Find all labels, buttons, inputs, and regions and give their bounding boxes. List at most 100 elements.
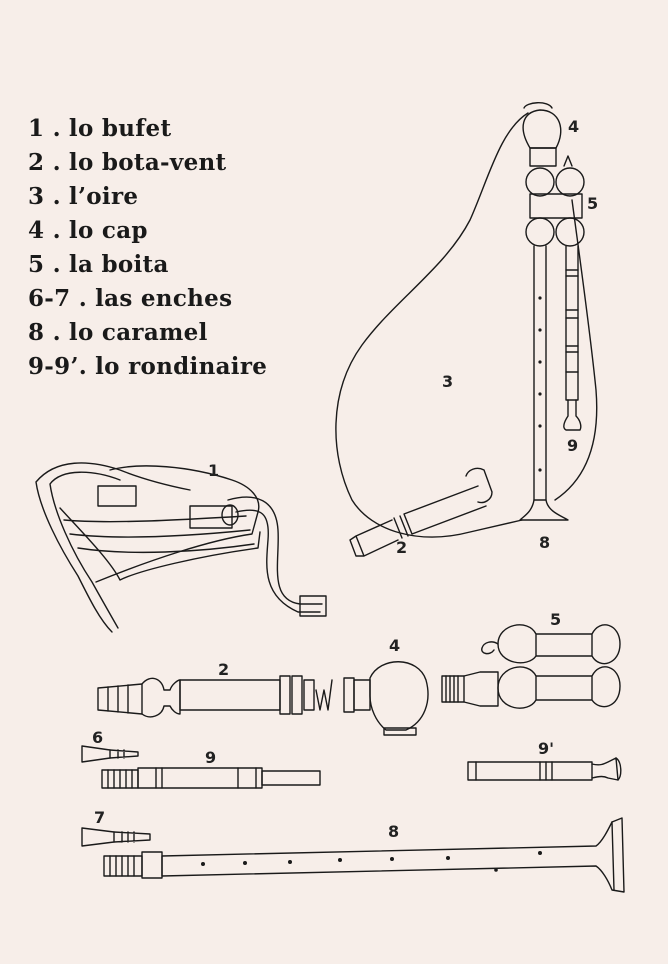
stock-thread-lines: [446, 676, 458, 702]
stock-collar: [464, 672, 498, 706]
chanter-body: [534, 246, 546, 500]
chanter-8-collar: [142, 852, 162, 878]
legend-item: 2 .lo bota-vent: [28, 146, 267, 180]
legend-item: 3 . l’oire: [28, 180, 267, 214]
chanter-8-thread-lines: [110, 856, 134, 876]
bellows-strap: [36, 463, 190, 632]
part-chanter-8: [104, 818, 624, 892]
chanter-8-body: [162, 818, 624, 892]
blowpipe-mouthpiece: [98, 684, 142, 714]
blowpipe-mouthpiece-rings: [108, 685, 128, 713]
callout-bellows: 1: [208, 461, 220, 480]
drone-body: [566, 246, 578, 400]
part-blowpipe: [98, 676, 332, 717]
drone-rings: [566, 270, 578, 372]
chanter-8-holes: [201, 851, 542, 872]
callout-bag: 3: [442, 372, 454, 391]
reed-6-body: [82, 746, 110, 762]
legend-number: 5 .: [28, 251, 61, 278]
stock-thread: [442, 676, 464, 702]
legend-item: 5 . la boita: [28, 248, 267, 282]
legend-text: lo bota-vent: [68, 149, 227, 176]
chanter-bell: [520, 500, 568, 520]
legend-number: 4 .: [28, 217, 61, 244]
chanter-holes: [538, 296, 542, 472]
legend-number: 1 .: [28, 115, 61, 142]
part-drone-9p: [468, 758, 621, 780]
callout-part-chanter: 8: [388, 822, 400, 841]
legend-text: lo bufet: [68, 115, 172, 142]
legend-text: lo rondinaire: [95, 353, 268, 380]
drone-9-rings: [156, 768, 256, 788]
cap-socket: [344, 678, 354, 712]
reed-tip: [564, 156, 572, 166]
callout-part-blowpipe: 2: [218, 660, 230, 679]
cap-bulb-part: [370, 662, 428, 730]
legend-text: l’oire: [68, 183, 139, 210]
bellows-strap-right: [228, 497, 322, 612]
stock-top: [498, 625, 620, 664]
cap-collar: [530, 148, 556, 166]
callout-part-cap: 4: [389, 636, 401, 655]
callout-stock: 5: [587, 194, 599, 213]
drone-9p-tube: [468, 762, 592, 780]
blowpipe-ring: [304, 680, 314, 710]
part-reed-6: [82, 746, 138, 762]
callout-part-reed-7: 7: [94, 808, 106, 827]
stock-hook: [482, 642, 498, 654]
reed-6-stem: [110, 750, 138, 758]
legend-text: las enches: [95, 285, 233, 312]
legend-number: 8 .: [28, 319, 61, 346]
cap-neck: [354, 680, 370, 710]
cap-base: [384, 728, 416, 735]
stock-block: [530, 194, 582, 218]
bag-neck: [524, 103, 552, 108]
reed-7-body: [82, 828, 114, 846]
bellows-clip: [98, 486, 136, 506]
bellows-nozzle: [222, 505, 238, 525]
callout-chanter: 8: [539, 533, 551, 552]
blowpipe: [404, 468, 492, 534]
legend-list: 1 . lo bufet 2 .lo bota-vent 3 . l’oire 4 …: [28, 112, 267, 384]
stock-ball: [526, 218, 554, 246]
legend-number: 6-7 .: [28, 285, 88, 312]
callout-cap: 4: [568, 117, 580, 136]
bag-outline: [336, 113, 597, 537]
legend-text: la boita: [68, 251, 169, 278]
legend-text: lo cap: [68, 217, 148, 244]
blowpipe-turned-section: [142, 678, 180, 716]
blowpipe-ring: [292, 676, 302, 714]
bellows-board-top: [96, 466, 259, 582]
drone-9-thread-lines: [108, 770, 132, 788]
stock-ball: [556, 168, 584, 196]
blowpipe-mouth: [350, 520, 398, 556]
drone-tip: [564, 400, 581, 430]
blowpipe-valve: [316, 680, 332, 710]
cap-bulb: [523, 110, 561, 148]
bellows-clip: [190, 506, 232, 528]
bellows: [36, 463, 326, 632]
callout-part-drone-9p: 9': [538, 739, 555, 758]
callout-drone: 9: [567, 436, 579, 455]
part-drone-9: [102, 768, 320, 788]
bellows-buckle: [300, 596, 326, 616]
drone-9p-rings: [476, 762, 552, 780]
reed-7-stem: [114, 832, 150, 842]
drone-9p-bell: [592, 758, 618, 780]
callout-blowpipe: 2: [396, 538, 408, 557]
part-stock: [442, 625, 620, 708]
part-reed-7: [82, 828, 150, 846]
legend-item: 4 . lo cap: [28, 214, 267, 248]
stock-ball: [526, 168, 554, 196]
part-cap: [344, 662, 428, 735]
blowpipe-ring: [280, 676, 290, 714]
drone-9-tip: [262, 771, 320, 785]
legend-number: 9-9’.: [28, 353, 88, 380]
legend-number: 3 .: [28, 183, 61, 210]
assembled-bagpipe: [336, 103, 597, 556]
legend-item: 1 . lo bufet: [28, 112, 267, 146]
bellows-folds: [64, 516, 254, 552]
callout-part-drone-9: 9: [205, 748, 217, 767]
chanter-8-rim: [612, 822, 614, 890]
bellows-board-bottom: [60, 508, 260, 580]
